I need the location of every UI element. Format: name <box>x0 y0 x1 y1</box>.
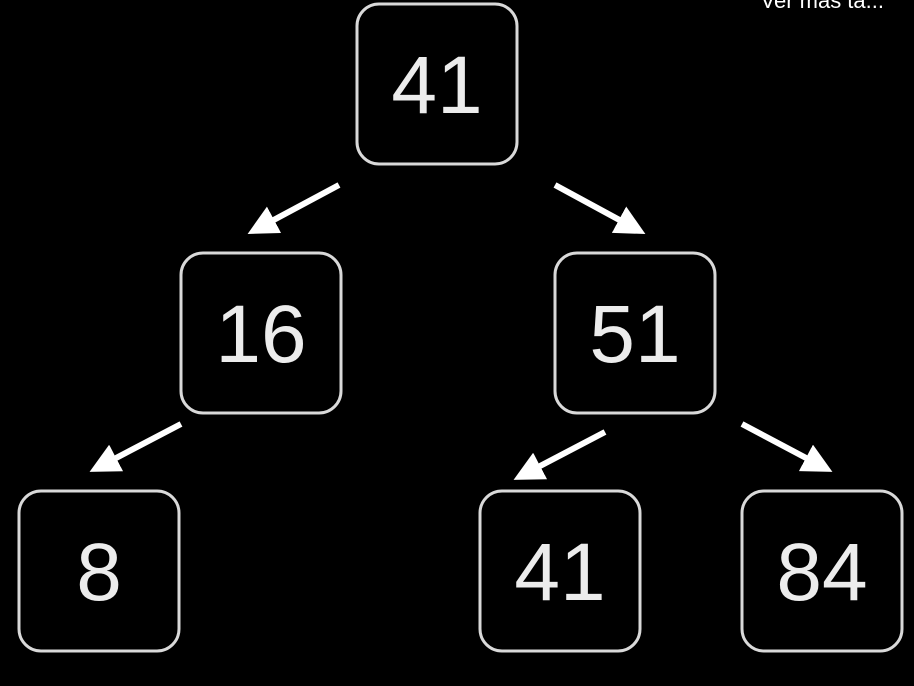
node-box <box>553 251 717 415</box>
tree-node-right-right: 84 <box>740 489 904 653</box>
tree-node-root: 41 <box>355 2 519 166</box>
node-value: 41 <box>514 527 605 618</box>
edges <box>89 182 833 480</box>
tree-node-right: 51 <box>553 251 717 415</box>
node-box <box>179 251 343 415</box>
node-box <box>740 489 904 653</box>
node-value: 51 <box>589 289 680 380</box>
see-more-caption[interactable]: Ver más ta... <box>760 0 885 13</box>
node-value: 41 <box>391 40 482 131</box>
arrow-right-to-right-left <box>513 429 607 480</box>
tree-node-left-left: 8 <box>17 489 181 653</box>
node-value: 84 <box>776 527 867 618</box>
tree-node-left: 16 <box>179 251 343 415</box>
tree-node-right-left: 41 <box>478 489 642 653</box>
node-value: 16 <box>215 289 306 380</box>
nodes: 41 16 51 8 41 84 <box>17 2 904 653</box>
arrow-left-to-left-left <box>89 421 183 472</box>
node-value: 8 <box>76 527 122 618</box>
arrow-right-to-right-right <box>740 421 833 472</box>
arrow-root-to-right <box>553 182 646 235</box>
node-box <box>478 489 642 653</box>
arrow-root-to-left <box>247 182 341 234</box>
node-box <box>355 2 519 166</box>
node-box <box>17 489 181 653</box>
